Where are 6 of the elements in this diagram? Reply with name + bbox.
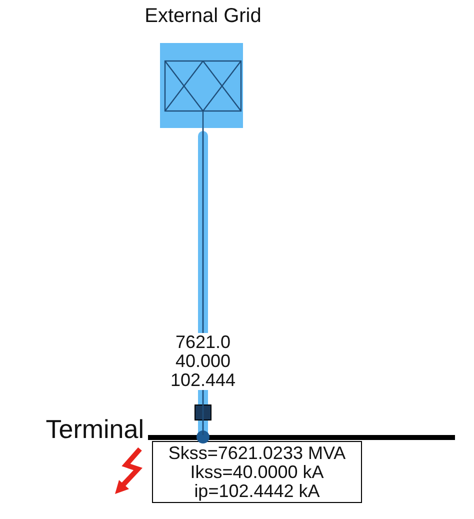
result-value: Skss=7621.0233 MVA [168,444,346,462]
result-value: Ikss=40.0000 kA [190,462,324,482]
result-value: ip=102.4442 kA [194,482,320,500]
node-heading: External Grid [144,4,262,28]
result-box [152,441,362,503]
bus-label: Terminal [46,416,144,442]
